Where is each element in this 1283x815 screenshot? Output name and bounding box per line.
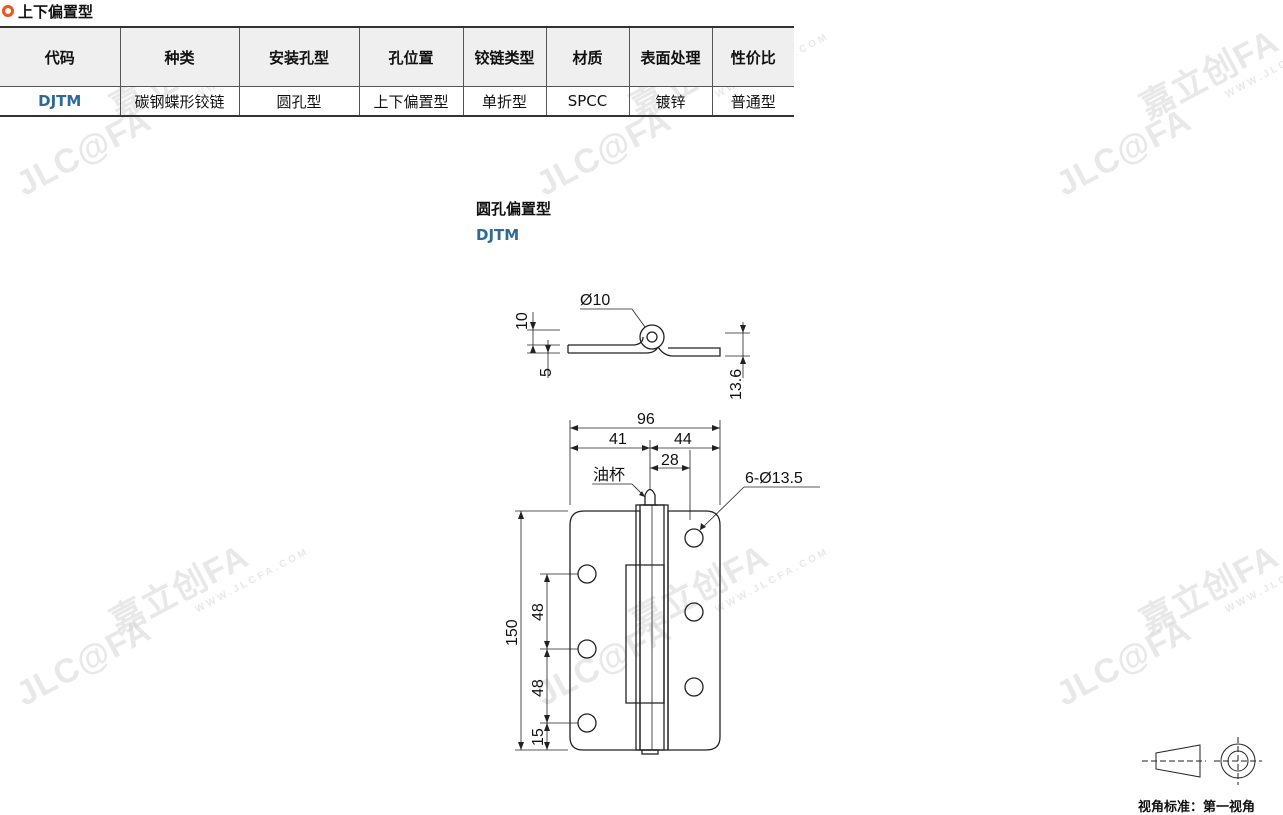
header-value: 性价比 [712,26,794,87]
projection-symbol-icon [1142,737,1262,785]
section-title: 上下偏置型 [0,0,93,22]
header-code: 代码 [0,26,121,87]
cell-surface: 镀锌 [629,86,713,117]
dim-13-6: 13.6 [728,369,745,400]
cell-material: SPCC [546,86,630,117]
dim-48-lower: 48 [530,679,547,697]
dimension-arrows [518,322,746,750]
table-header-row: 代码 种类 安装孔型 孔位置 铰链类型 材质 表面处理 性价比 [0,26,794,87]
header-hole-position: 孔位置 [359,26,464,87]
circle-bullet-icon [2,5,14,17]
cell-hole-type: 圆孔型 [239,86,360,117]
side-view [567,324,721,357]
spec-table: 代码 种类 安装孔型 孔位置 铰链类型 材质 表面处理 性价比 DJTM 碳钢蝶… [0,26,794,117]
oil-cup-label: 油杯 [593,466,625,484]
header-surface: 表面处理 [629,26,713,87]
header-material: 材质 [546,26,630,87]
dim-96: 96 [637,411,655,428]
drawing-title: 圆孔偏置型 [476,200,552,218]
dim-pin-diameter: Ø10 [580,292,610,309]
cell-hinge-type: 单折型 [463,86,547,117]
dim-48-upper: 48 [530,603,547,621]
dim-41: 41 [609,431,627,448]
table-row: DJTM 碳钢蝶形铰链 圆孔型 上下偏置型 单折型 SPCC 镀锌 普通型 [0,86,794,117]
cell-hole-position: 上下偏置型 [359,86,464,117]
projection-label: 视角标准：第一视角 [1138,800,1256,815]
dim-28: 28 [661,452,679,469]
cell-code[interactable]: DJTM [0,86,121,117]
header-hinge-type: 铰链类型 [463,26,547,87]
section-title-text: 上下偏置型 [18,2,94,21]
front-view [569,488,721,755]
drawing-code: DJTM [476,226,520,244]
cell-type: 碳钢蝶形铰链 [120,86,240,117]
header-hole-type: 安装孔型 [239,26,360,87]
holes-label: 6-Ø13.5 [745,470,803,487]
dim-150: 150 [504,619,521,646]
dim-10: 10 [514,312,531,330]
header-type: 种类 [120,26,240,87]
dim-44: 44 [674,431,692,448]
dim-15: 15 [530,728,547,746]
dim-5: 5 [538,368,555,377]
cell-value: 普通型 [712,86,794,117]
